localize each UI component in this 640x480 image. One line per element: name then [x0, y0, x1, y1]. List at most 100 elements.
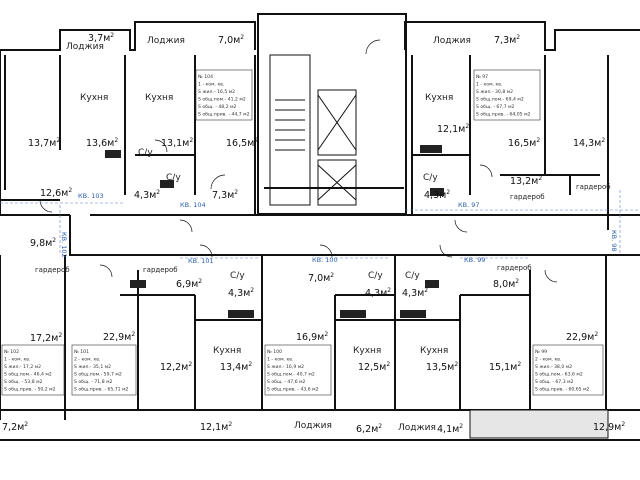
apt-104: КВ. 104	[180, 201, 206, 209]
bathroom-label-1: С/у	[138, 148, 153, 158]
stamp-line: № 102	[4, 349, 19, 355]
stamp-line: S общ.прив. - 64,05 м2	[476, 112, 531, 118]
bathroom-label-6: С/у	[405, 271, 420, 281]
stamp-line: S общ.прив. - 65,71 м2	[74, 387, 129, 393]
area-r-4-3-b: 4,3м2	[424, 189, 450, 201]
loggia-label-3: Лоджия	[433, 36, 471, 46]
stamp-100	[264, 344, 332, 396]
stamp-101	[71, 344, 137, 396]
area-r-7-0: 7,0м2	[308, 272, 334, 284]
apt-101: КВ. 101	[188, 257, 214, 265]
area-b-12-9: 12,9м2	[593, 421, 625, 433]
area-b-12-1: 12,1м2	[200, 421, 232, 433]
area-r-8-0: 8,0м2	[493, 278, 519, 290]
apt-99: КВ. 99	[464, 256, 485, 264]
stamp-line: S жил.- 38,0 м2	[535, 364, 572, 370]
apartment-boundaries	[0, 190, 640, 259]
area-t-loggia-left: 3,7м2	[88, 32, 114, 44]
stamp-line: 1 - ком. кв.	[4, 357, 30, 363]
doors	[39, 39, 558, 283]
area-r-15-1: 15,1м2	[489, 361, 521, 373]
area-r-22-9-r: 22,9м2	[566, 331, 598, 343]
stamp-line: S общ.пом.- 41,2 м2	[198, 97, 246, 103]
stamp-line: S жил.- 35,1 м2	[74, 364, 111, 370]
kitchen-label-6: Кухня	[420, 346, 448, 356]
area-b-4-1: 4,1м2	[437, 423, 463, 435]
area-t-loggia-mid: 7,0м2	[218, 34, 244, 46]
area-t-loggia-right: 7,3м2	[494, 34, 520, 46]
bathroom-label-2: С/у	[166, 173, 181, 183]
stamp-line: S общ.прив. - 43,6 м2	[267, 387, 319, 393]
wardrobe-label-3: гардероб	[35, 266, 70, 274]
wardrobe-label-1: гардероб	[576, 183, 611, 191]
stamp-line: S общ.пом.- 40,7 м2	[267, 372, 315, 378]
area-r-16-5-r: 16,5м2	[508, 137, 540, 149]
stamp-97	[473, 69, 541, 121]
stamp-99	[532, 344, 604, 396]
stamp-line: S жил.- 30,8 м2	[476, 89, 513, 95]
area-r-12-2: 12,2м2	[160, 361, 192, 373]
stamp-line: S общ. - 71,8 м2	[74, 379, 113, 385]
stamp-line: 2 - ком. кв.	[535, 357, 561, 363]
wardrobe-label-5: гардероб	[497, 264, 532, 272]
stamp-line: S жил.- 17,2 м2	[4, 364, 41, 370]
area-r-13-1: 13,1м2	[161, 137, 193, 149]
area-r-4-3-a: 4,3м2	[134, 189, 160, 201]
stamp-line: № 99	[535, 349, 547, 355]
stamp-line: S общ. - 67,3 м2	[535, 379, 574, 385]
stamp-line: S жил.- 16,9 м2	[267, 364, 304, 370]
area-r-4-3-c: 4,3м2	[228, 287, 254, 299]
stamp-line: 1 - ком. кв.	[476, 82, 502, 88]
kitchen-label-2: Кухня	[145, 93, 173, 103]
wardrobe-label-4: гардероб	[143, 266, 178, 274]
stamp-line: S общ.пом.- 63,6 м2	[535, 372, 583, 378]
area-r-22-9-l: 22,9м2	[103, 331, 135, 343]
area-r-4-3-d: 4,3м2	[365, 287, 391, 299]
area-r-16-5-l: 16,5м2	[226, 137, 258, 149]
kitchen-label-3: Кухня	[425, 93, 453, 103]
stamp-104	[195, 69, 253, 121]
apartment-numbers: КВ. 103 КВ. 104 КВ. 97 КВ. 101 КВ. 100 К…	[60, 192, 618, 265]
area-r-16-9: 16,9м2	[296, 331, 328, 343]
wardrobe-label-2: гардероб	[510, 193, 545, 201]
apt-98: КВ. 98	[610, 230, 618, 251]
apt-100: КВ. 100	[312, 256, 338, 264]
area-b-7-2: 7,2м2	[2, 421, 28, 433]
loggia-label-5: Лоджия	[398, 423, 436, 433]
loggia-label-1: Лоджия	[66, 42, 104, 52]
stamp-line: 2 - ком. кв.	[74, 357, 100, 363]
area-r-14-3: 14,3м2	[573, 137, 605, 149]
loggia-label-4: Лоджия	[294, 421, 332, 431]
area-r-13-4: 13,4м2	[220, 361, 252, 373]
stamp-102	[1, 344, 65, 396]
area-b-6-2: 6,2м2	[356, 423, 382, 435]
bathroom-label-3: С/у	[423, 173, 438, 183]
apt-103: КВ. 103	[78, 192, 104, 200]
area-r-13-6: 13,6м2	[86, 137, 118, 149]
room-labels: Лоджия Лоджия Лоджия Кухня Кухня Кухня С…	[35, 36, 611, 433]
area-r-17-2: 17,2м2	[30, 332, 62, 344]
area-r-12-6: 12,6м2	[40, 187, 72, 199]
stamp-line: S общ.пом.- 69,4 м2	[476, 97, 524, 103]
area-r-13-2: 13,2м2	[510, 175, 542, 187]
kitchen-label-4: Кухня	[213, 346, 241, 356]
area-r-4-3-e: 4,3м2	[402, 287, 428, 299]
kitchen-label-5: Кухня	[353, 346, 381, 356]
stamp-line: S общ.пом.- 59,7 м2	[74, 372, 122, 378]
stamp-line: № 101	[74, 349, 89, 355]
stamp-line: S общ. - 67,7 м2	[476, 104, 515, 110]
fixtures	[105, 145, 444, 318]
area-r-13-5: 13,5м2	[426, 361, 458, 373]
stamp-line: № 100	[267, 349, 282, 355]
area-r-12-1: 12,1м2	[437, 123, 469, 135]
loggia-label-2: Лоджия	[147, 36, 185, 46]
walls	[0, 13, 640, 441]
stamp-line: S общ.прив. - 50,2 м2	[4, 387, 56, 393]
stamp-line: S жил.- 16,5 м2	[198, 89, 235, 95]
stamp-line: № 97	[476, 74, 488, 80]
stamp-line: S общ. - 53,8 м2	[4, 379, 43, 385]
bathroom-label-5: С/у	[368, 271, 383, 281]
